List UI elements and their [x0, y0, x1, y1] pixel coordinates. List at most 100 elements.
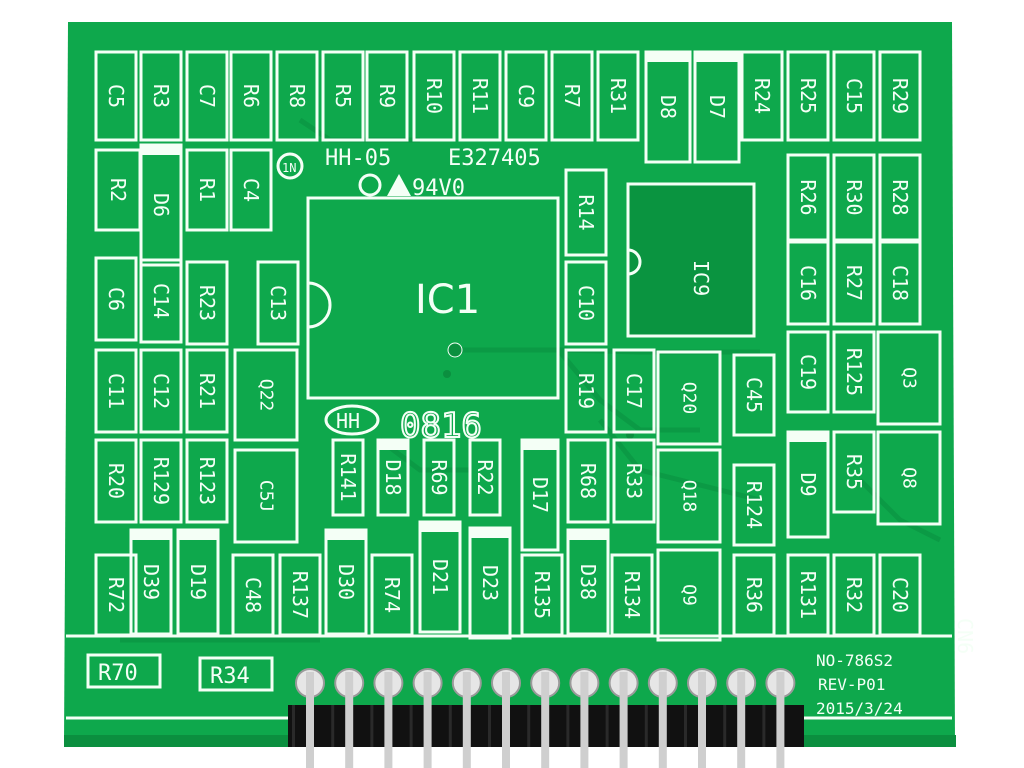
marking-ul: E327405: [448, 146, 541, 171]
component-r19: R19: [564, 348, 608, 434]
component-label: R72: [104, 577, 128, 613]
component-label: C17: [622, 373, 646, 409]
component-outline: [564, 168, 608, 257]
component-label: Q20: [679, 382, 700, 415]
component-d21: D21: [418, 520, 462, 634]
component-q22: Q22: [233, 348, 299, 442]
marking-hh05: HH-05: [325, 146, 391, 171]
component-label: R129: [149, 457, 173, 505]
component-label: D9: [796, 472, 820, 496]
component-outline: [139, 258, 183, 344]
component-outline: [656, 448, 722, 544]
component-outline: [732, 353, 776, 437]
cathode-band: [131, 530, 171, 540]
component-c18: C18: [878, 240, 922, 326]
component-c12: C12: [139, 348, 183, 434]
component-outline: [832, 430, 876, 514]
component-outline: [185, 438, 229, 524]
component-c4: C4: [229, 148, 273, 232]
component-d38: D38: [566, 528, 610, 636]
warning-triangle-icon: [387, 174, 411, 196]
component-q18: Q18: [656, 448, 722, 544]
component-d18: D18: [376, 438, 410, 517]
component-outline: [876, 330, 942, 426]
component-label: Q18: [679, 480, 700, 513]
component-outline: [468, 438, 502, 517]
component-label: R23: [195, 285, 219, 321]
component-label: R10: [422, 78, 446, 114]
marking-flame: 94V0: [412, 176, 465, 201]
component-outline: [139, 348, 183, 434]
component-outline: [878, 553, 922, 637]
component-label: R27: [842, 265, 866, 301]
component-r25: R25: [786, 50, 830, 142]
component-c15: C15: [832, 50, 876, 142]
component-r8: R8: [275, 50, 319, 142]
cathode-band: [695, 52, 739, 62]
component-r124: R124: [732, 463, 776, 547]
component-outline: [139, 438, 183, 524]
component-r32: R32: [832, 553, 876, 637]
ic1-label: IC1: [415, 277, 480, 323]
component-label: D38: [576, 564, 600, 600]
component-outline: [740, 50, 784, 142]
pin: [462, 672, 471, 768]
cathode-band: [326, 530, 366, 540]
component-r135: R135: [520, 553, 564, 637]
component-d17: D17: [520, 438, 560, 552]
component-r27: R27: [832, 240, 876, 326]
cathode-band: [646, 52, 690, 62]
component-label: Q3: [899, 367, 920, 389]
component-outline: [786, 553, 830, 637]
component-label: R9: [375, 84, 399, 108]
component-label: C7: [195, 84, 219, 108]
pin: [345, 672, 354, 768]
header-separator: [370, 705, 374, 747]
ic1-outline: [306, 196, 560, 400]
component-label: D30: [334, 564, 358, 600]
component-r1: R1: [185, 148, 229, 232]
pin: [658, 672, 667, 768]
component-c5j: C5J: [233, 448, 299, 544]
component-label: D23: [478, 565, 502, 601]
component-label: C9: [514, 84, 538, 108]
component-outline: [596, 50, 640, 142]
r34-outline: [198, 656, 274, 692]
component-outline: [832, 240, 876, 326]
ic9-chip: [626, 182, 756, 338]
component-outline: [185, 260, 229, 346]
component-label: Q22: [256, 379, 277, 412]
component-r68: R68: [566, 438, 610, 524]
component-outline: [786, 50, 830, 142]
component-label: R141: [336, 453, 360, 501]
component-outline: [331, 438, 365, 517]
component-label: C5J: [256, 480, 277, 513]
recycle-icon: [358, 173, 382, 197]
component-q8: Q8: [876, 430, 942, 526]
header-separator: [644, 705, 648, 747]
component-outline: [370, 553, 414, 637]
component-r23: R23: [185, 260, 229, 346]
component-label: R28: [888, 179, 912, 215]
component-outline: [94, 256, 138, 342]
component-r14: R14: [564, 168, 608, 257]
component-label: R19: [574, 373, 598, 409]
pin: [698, 672, 706, 768]
component-outline: [229, 50, 273, 142]
component-label: R137: [288, 571, 312, 619]
via: [447, 342, 463, 358]
header-separator: [488, 705, 491, 747]
component-outline: [878, 50, 922, 142]
component-outline: [94, 348, 138, 434]
component-label: R1: [195, 178, 219, 202]
component-c11: C11: [94, 348, 138, 434]
component-label: C12: [149, 373, 173, 409]
component-r20: R20: [94, 438, 138, 524]
component-c19: C19: [786, 330, 830, 414]
component-label: R125: [842, 348, 866, 396]
component-label: C19: [796, 354, 820, 390]
component-c17: C17: [612, 348, 656, 434]
component-outline: [504, 50, 548, 142]
